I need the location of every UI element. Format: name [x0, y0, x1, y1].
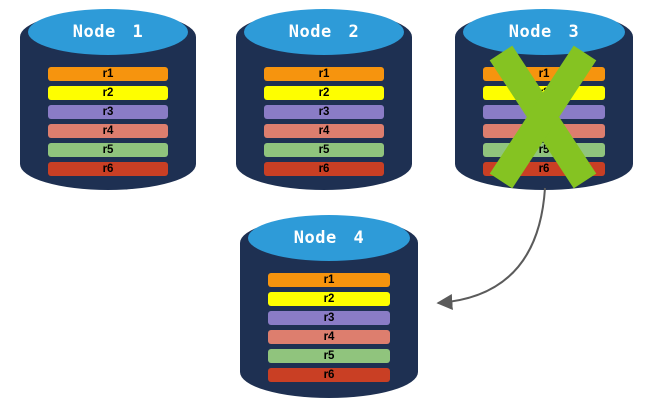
replica-bar: r4	[48, 124, 168, 138]
replica-bar: r5	[264, 143, 384, 157]
node-3: Node 3 r1 r2 r3 r4 r5 r6	[455, 6, 633, 190]
node-1-label: Node 1	[72, 22, 144, 42]
node-2: Node 2 r1 r2 r3 r4 r5 r6	[236, 6, 412, 190]
node-3-replica-stack: r1 r2 r3 r4 r5 r6	[483, 67, 605, 181]
replica-bar: r1	[268, 273, 390, 287]
replica-bar: r1	[483, 67, 605, 81]
node-2-cylinder-top: Node 2	[244, 9, 404, 55]
node-2-replica-stack: r1 r2 r3 r4 r5 r6	[264, 67, 384, 181]
replica-bar: r2	[48, 86, 168, 100]
replica-bar: r3	[264, 105, 384, 119]
replica-bar: r6	[48, 162, 168, 176]
replica-bar: r3	[483, 105, 605, 119]
node-4-replica-stack: r1 r2 r3 r4 r5 r6	[268, 273, 390, 387]
replica-bar: r6	[264, 162, 384, 176]
node-1-cylinder-top: Node 1	[28, 9, 188, 55]
replica-bar: r1	[264, 67, 384, 81]
replica-bar: r5	[483, 143, 605, 157]
node-1: Node 1 r1 r2 r3 r4 r5 r6	[20, 6, 196, 190]
node-3-cylinder-top: Node 3	[463, 9, 625, 55]
replica-bar: r3	[48, 105, 168, 119]
replica-bar: r1	[48, 67, 168, 81]
replica-bar: r6	[268, 368, 390, 382]
replica-bar: r2	[483, 86, 605, 100]
replica-bar: r4	[264, 124, 384, 138]
node-1-replica-stack: r1 r2 r3 r4 r5 r6	[48, 67, 168, 181]
replica-bar: r5	[48, 143, 168, 157]
failover-arrow-path	[436, 187, 546, 310]
replica-bar: r3	[268, 311, 390, 325]
replica-bar: r6	[483, 162, 605, 176]
node-4-label: Node 4	[293, 228, 365, 248]
replica-bar: r2	[268, 292, 390, 306]
node-4-cylinder-top: Node 4	[248, 215, 410, 261]
node-3-label: Node 3	[508, 22, 580, 42]
node-4: Node 4 r1 r2 r3 r4 r5 r6	[240, 212, 418, 398]
replica-bar: r4	[268, 330, 390, 344]
node-2-label: Node 2	[288, 22, 360, 42]
replica-bar: r4	[483, 124, 605, 138]
replica-bar: r5	[268, 349, 390, 363]
replica-bar: r2	[264, 86, 384, 100]
